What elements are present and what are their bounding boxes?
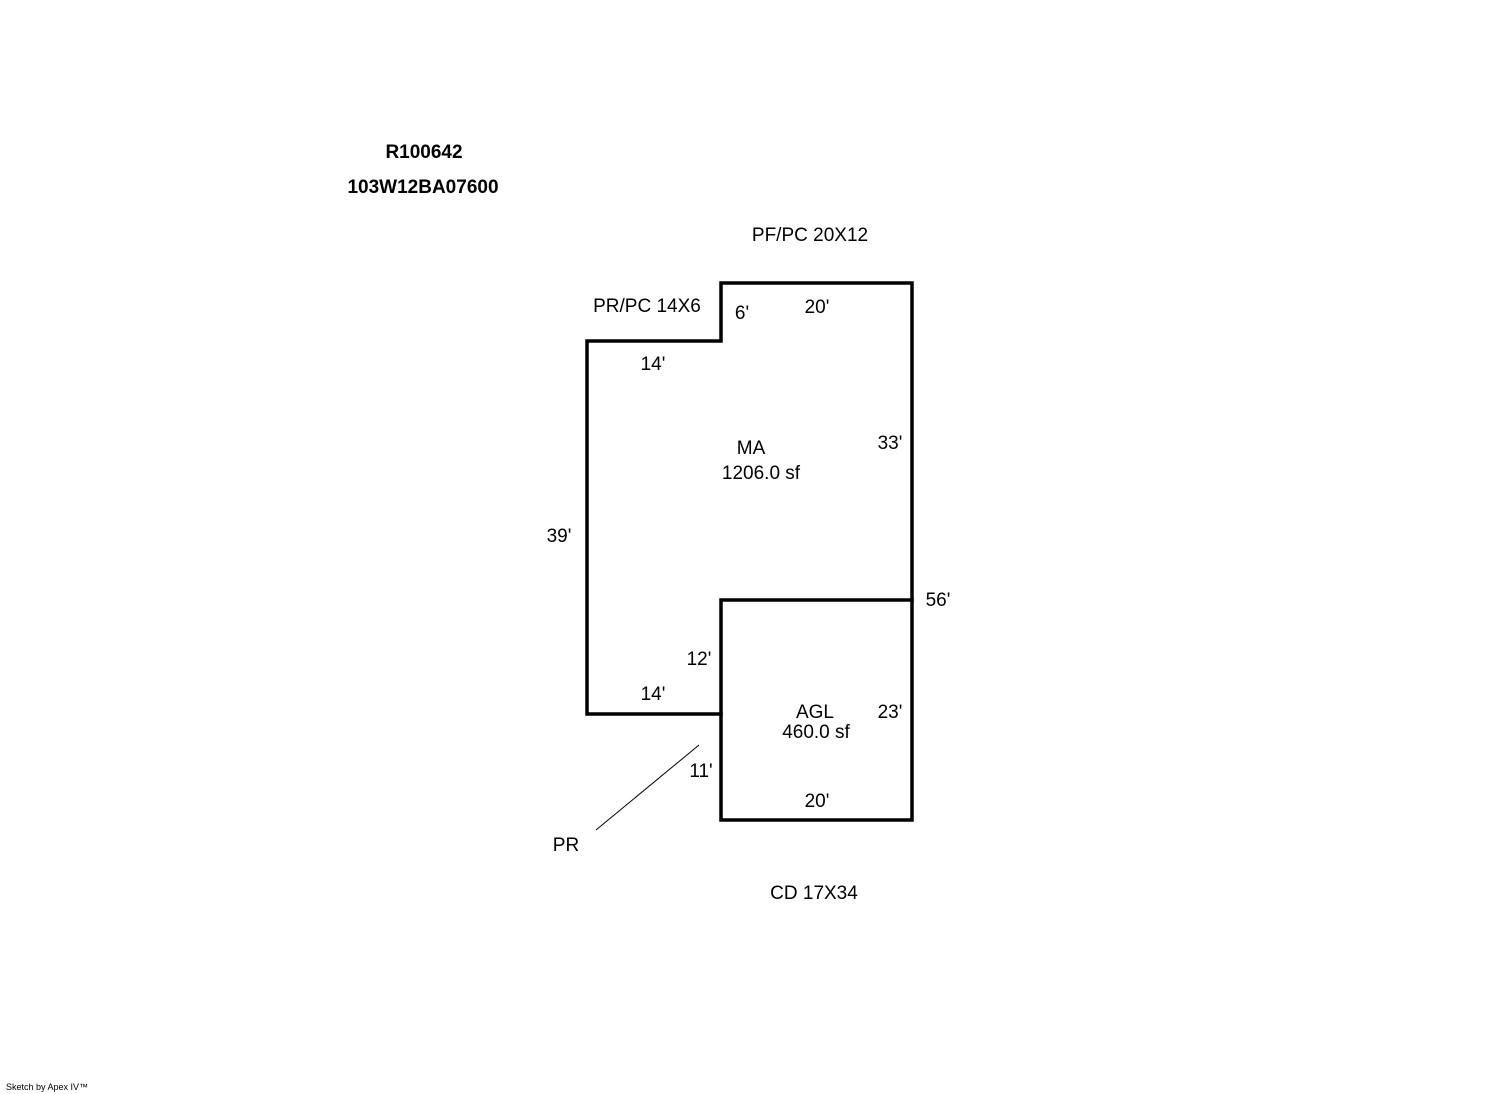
garage-divider-wall [719, 598, 914, 716]
main-area-code: MA [737, 438, 766, 459]
dimension-right-total: 56' [926, 590, 951, 611]
sketch-credit: Sketch by Apex IV™ [6, 1082, 88, 1092]
dimension-garage-inner: 12' [687, 649, 712, 670]
main-area-outline [585, 281, 914, 822]
dimension-right-main: 33' [878, 433, 903, 454]
garage-area-size: 460.0 sf [782, 722, 850, 743]
dimension-garage-right: 23' [878, 702, 903, 723]
dimension-left-side: 39' [547, 526, 572, 547]
dimension-top-width: 20' [805, 297, 830, 318]
account-id: R100642 [385, 142, 462, 163]
front-porch-label: PF/PC 20X12 [752, 225, 868, 246]
dimension-upper-left: 14' [641, 354, 666, 375]
dimension-garage-bottom: 20' [805, 791, 830, 812]
dimension-top-step: 6' [735, 303, 749, 324]
patio-label: PR [553, 835, 579, 856]
dimension-garage-left: 11' [689, 761, 712, 782]
dimension-lower-left: 14' [641, 684, 666, 705]
patio-leader-line [595, 744, 700, 831]
map-tax-lot: 103W12BA07600 [347, 177, 498, 198]
main-area-size: 1206.0 sf [722, 463, 801, 484]
garage-area-code: AGL [796, 702, 834, 723]
deck-label: CD 17X34 [770, 883, 858, 904]
rear-porch-label: PR/PC 14X6 [593, 296, 701, 317]
